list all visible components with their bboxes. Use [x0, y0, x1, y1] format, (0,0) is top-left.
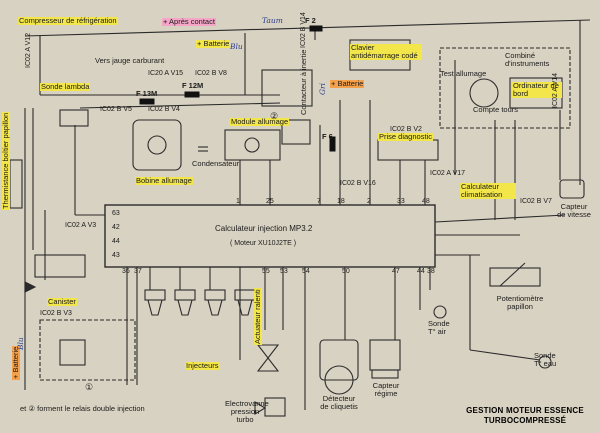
- label-actuateur: Actuateur ralenti: [253, 288, 262, 345]
- ecu-pin: 55: [262, 268, 270, 275]
- fuse-f12m-label: F 12M: [182, 81, 204, 90]
- footer-line-1: GESTION MOTEUR ESSENCE: [466, 406, 584, 415]
- ecu-pin: 7: [317, 198, 321, 205]
- label-relais-note: et ② forment le relais double injection: [20, 404, 145, 413]
- label-contacteur-inertie: Contacteur à inertie: [299, 49, 308, 115]
- label-clavier: Clavier antidémarrage codé: [350, 44, 422, 60]
- ecu-pin: 25: [266, 198, 274, 205]
- label-temoin-allumage: Test allumage: [440, 69, 487, 78]
- connector-label: IC02 B V16: [340, 180, 376, 187]
- connector-label: IC02 A V3: [65, 222, 97, 229]
- label-compresseur: Compresseur de réfrigération: [18, 16, 118, 25]
- label-capteur-vitesse: Capteur de vitesse: [557, 202, 591, 219]
- label-detecteur: Détecteur de cliquetis: [320, 394, 358, 411]
- connector-label: IC02 B V3: [40, 310, 72, 317]
- label-vers-jauge: Vers jauge carburant: [95, 56, 165, 65]
- footer-line-2: TURBOCOMPRESSÉ: [483, 416, 567, 425]
- label-potentiometre: Potentiomètre papillon: [496, 294, 544, 311]
- connector-label: IC02 B V4: [148, 106, 180, 113]
- label-electrovanne: Electrovanne pression turbo: [225, 399, 269, 424]
- label-bobine: Bobine allumage: [135, 176, 193, 185]
- relay-1-marker: ①: [85, 382, 94, 392]
- label-condensateur: Condensateur: [192, 159, 240, 168]
- ecu-pin: 37: [134, 268, 142, 275]
- ecu-pin: 50: [342, 268, 350, 275]
- connector-label: IC02 B V8: [195, 70, 227, 77]
- ecu-pin: 43: [112, 252, 120, 259]
- footer-title: GESTION MOTEUR ESSENCE TURBOCOMPRESSÉ: [455, 406, 595, 426]
- ecu-pin: 2: [367, 198, 371, 205]
- label-module-allumage: Module allumage: [230, 117, 290, 126]
- connector-label: IC02 A V17: [430, 170, 466, 177]
- label-capteur-regime: Capteur régime: [372, 381, 400, 398]
- label-sonde-lambda: Sonde lambda: [40, 82, 91, 91]
- connector-label: IC02 B V2: [390, 126, 422, 133]
- label-batterie-left: + Batterie: [11, 345, 20, 380]
- connector-label: IC02 A V14: [552, 72, 559, 108]
- label-batterie-mid: + Batterie: [330, 79, 365, 88]
- ecu-pin: 33: [397, 198, 405, 205]
- ecu-pin: 42: [112, 224, 120, 231]
- connector-label: IC02 B V14: [300, 12, 307, 48]
- handwritten-blu-left: Blu: [16, 337, 25, 350]
- label-moteur: ( Moteur XU10J2TE ): [230, 240, 297, 247]
- ecu-pin: 48: [422, 198, 430, 205]
- fuse-f13m-label: F 13M: [136, 89, 158, 98]
- ecu-pin: 54: [302, 268, 310, 275]
- label-ordinateur: Ordinateur de bord: [512, 82, 562, 98]
- label-calc-injection: Calculateur injection MP3.2: [215, 224, 313, 233]
- ecu-pin: 36: [122, 268, 130, 275]
- connector-label: IC02 B V7: [520, 198, 552, 205]
- label-combine: Combiné d'instruments: [505, 51, 550, 68]
- ecu-pin: 63: [112, 210, 120, 217]
- ecu-pin: 44: [417, 268, 425, 275]
- handwritten-blu-top: Blu: [230, 42, 243, 51]
- label-thermistance: Thermistance boîtier papillon: [1, 111, 10, 210]
- fuse-f2-label: F 2: [305, 16, 316, 25]
- label-compte-tours: Compte tours: [473, 105, 519, 114]
- ecu-pin: 38: [427, 268, 435, 275]
- ecu-pin: 47: [392, 268, 400, 275]
- label-canister: Canister: [47, 297, 77, 306]
- ecu-pin: 53: [280, 268, 288, 275]
- ecu-pin: 18: [337, 198, 345, 205]
- relay-2-marker: ②: [270, 111, 279, 121]
- connector-label: IC02 A V12: [25, 32, 32, 68]
- label-calculateur-clim: Calculateur climatisation: [460, 183, 516, 199]
- ecu-pin: 1: [236, 198, 240, 205]
- label-sonde-eau: Sonde T° eau: [534, 351, 557, 368]
- connector-label: IC20 A V15: [148, 70, 184, 77]
- ecu-pin: 44: [112, 238, 120, 245]
- label-apres-contact: + Après contact: [162, 17, 216, 26]
- label-batterie-top: + Batterie: [196, 39, 231, 48]
- label-prise-diagnostic: Prise diagnostic: [378, 132, 433, 141]
- fuse-f6-label: F 6: [322, 132, 333, 141]
- label-injecteurs: Injecteurs: [185, 361, 220, 370]
- handwritten-gri: Gri: [318, 83, 327, 95]
- handwritten-taum: Taum: [262, 16, 283, 25]
- label-sonde-air: Sonde T° air: [428, 319, 450, 336]
- connector-label: IC02 B V5: [100, 106, 132, 113]
